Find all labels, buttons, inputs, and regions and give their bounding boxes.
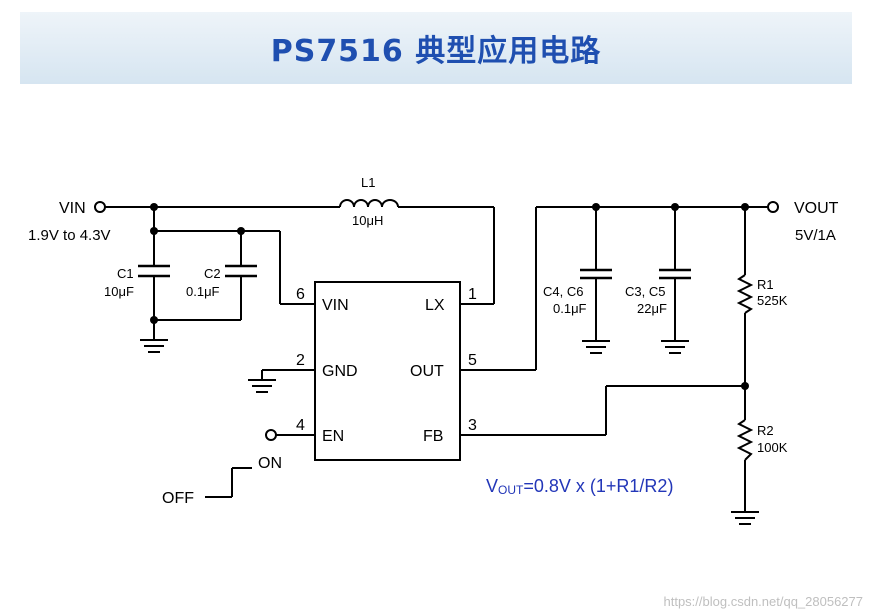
pin-vin-num: 6	[296, 286, 305, 303]
l1-value: 10μH	[352, 213, 383, 228]
r2-ref: R2	[757, 423, 774, 438]
pin-gnd-name: GND	[322, 363, 358, 380]
c35-ref: C3, C5	[625, 284, 665, 299]
pin-out-name: OUT	[410, 363, 444, 380]
c46-ref: C4, C6	[543, 284, 583, 299]
pin-en-num: 4	[296, 417, 305, 434]
c2-ref: C2	[204, 266, 221, 281]
vout-formula: VOUT=0.8V x (1+R1/R2)	[486, 476, 673, 497]
ground-icon-gnd	[248, 379, 276, 393]
pin-fb-num: 3	[468, 417, 477, 434]
vout-terminal	[767, 201, 779, 213]
formula-rest: =0.8V x (1+R1/R2)	[523, 476, 673, 496]
r1-ref: R1	[757, 277, 774, 292]
inductor-l1	[339, 199, 399, 208]
ground-icon-r2	[731, 511, 759, 525]
pin-lx-num: 1	[468, 286, 477, 303]
title-banner: PS7516 典型应用电路	[20, 12, 852, 84]
pin-fb-name: FB	[423, 428, 443, 445]
ground-symbols	[140, 339, 759, 525]
ground-icon-c35	[661, 340, 689, 354]
pin-vin-name: VIN	[322, 297, 349, 314]
switch-on-label: ON	[258, 455, 282, 472]
vout-rating-label: 5V/1A	[795, 227, 836, 244]
resistor-r2	[736, 419, 754, 461]
ic-body	[314, 281, 461, 461]
c2-value: 0.1μF	[186, 284, 220, 299]
formula-subscript: OUT	[498, 483, 524, 497]
vin-label: VIN	[59, 200, 86, 217]
pin-out-num: 5	[468, 352, 477, 369]
formula-prefix: V	[486, 476, 498, 496]
watermark: https://blog.csdn.net/qq_28056277	[663, 594, 864, 609]
vout-label: VOUT	[794, 200, 839, 217]
pin-lx-name: LX	[425, 297, 445, 314]
vin-range-label: 1.9V to 4.3V	[28, 227, 111, 244]
pin-gnd-num: 2	[296, 352, 305, 369]
junction-dots	[150, 203, 749, 390]
c46-value: 0.1μF	[553, 301, 587, 316]
page-title: PS7516 典型应用电路	[270, 34, 602, 69]
c1-value: 10μF	[104, 284, 134, 299]
c35-value: 22μF	[637, 301, 667, 316]
vin-terminal	[94, 201, 106, 213]
wires	[105, 206, 768, 512]
capacitor-plates	[138, 264, 691, 280]
en-terminal	[265, 429, 277, 441]
l1-ref: L1	[361, 175, 375, 190]
r1-value: 525K	[757, 293, 788, 308]
ground-icon-c46	[582, 340, 610, 354]
r2-value: 100K	[757, 440, 788, 455]
switch-off-label: OFF	[162, 490, 194, 507]
c1-ref: C1	[117, 266, 134, 281]
ground-icon-c1	[140, 339, 168, 353]
resistor-r1	[736, 274, 754, 314]
pin-en-name: EN	[322, 428, 344, 445]
